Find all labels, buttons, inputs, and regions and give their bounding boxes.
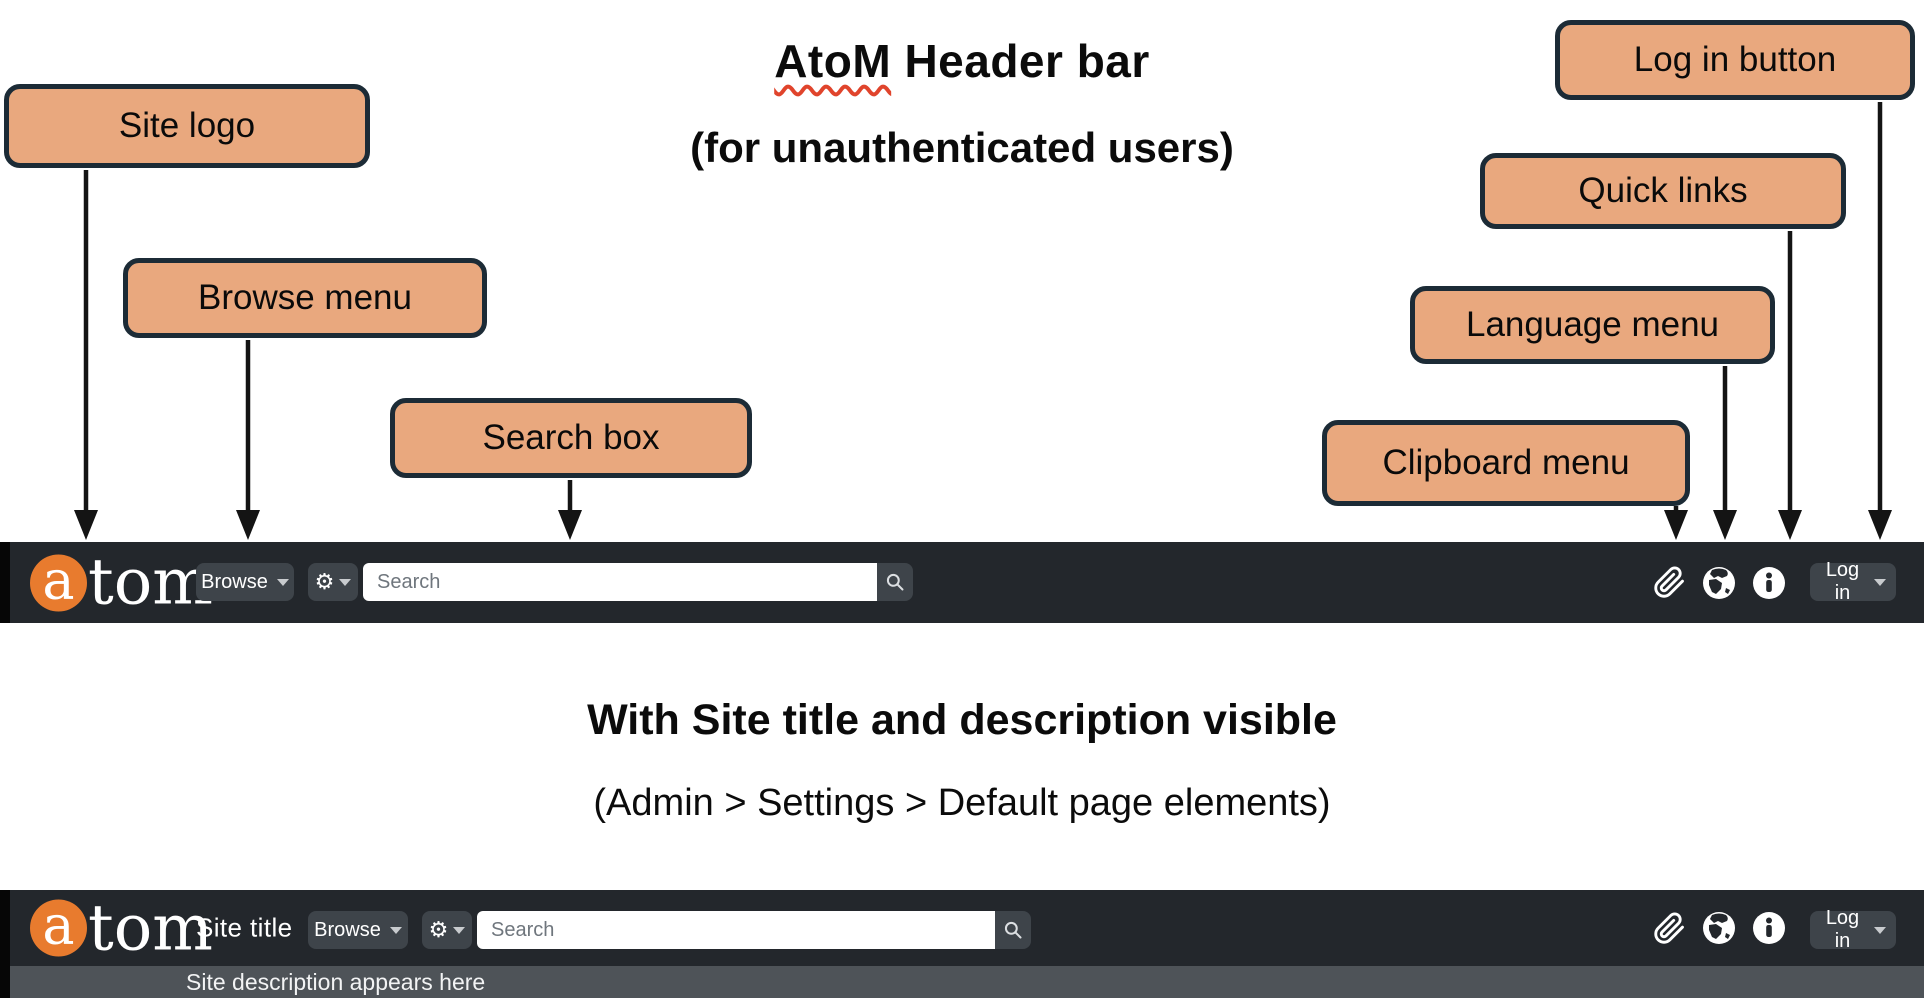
arrow-site-logo (74, 170, 98, 540)
callout-search-box: Search box (390, 398, 752, 478)
gear-icon: ⚙ (428, 917, 449, 942)
site-description-bar: Site description appears here (0, 966, 1924, 998)
magnifier-icon (886, 573, 904, 591)
caret-down-icon (339, 578, 352, 586)
globe-icon (1703, 566, 1735, 599)
caret-down-icon (389, 926, 402, 934)
caret-down-icon (453, 926, 466, 934)
log-in-button[interactable]: Log in (1810, 907, 1896, 952)
search-input[interactable] (477, 911, 995, 949)
site-description-text: Site description appears here (186, 968, 486, 995)
callout-log-in-button: Log in button (1555, 20, 1915, 100)
callout-browse-menu: Browse menu (123, 258, 487, 338)
magnifier-icon (1004, 921, 1022, 939)
browse-menu-button[interactable]: Browse (196, 563, 294, 601)
page-title: AtoM Header bar (0, 34, 1924, 88)
search-options-button[interactable]: ⚙ (308, 563, 358, 601)
callout-language-menu: Language menu (1410, 286, 1775, 364)
atom-logo-icon: a (30, 553, 87, 611)
header-bar-site-title: a tom Site title Browse ⚙ (0, 890, 1924, 966)
search-submit-button[interactable] (995, 911, 1031, 949)
search-submit-button[interactable] (877, 563, 913, 601)
paperclip-icon (1653, 566, 1684, 598)
search-input[interactable] (363, 563, 877, 601)
atom-logo-text: tom (88, 891, 213, 965)
browse-menu-label: Browse (201, 570, 268, 593)
clipboard-menu-button[interactable] (1650, 564, 1688, 602)
section2-title: With Site title and description visible (587, 696, 1337, 744)
window-left-edge (0, 542, 10, 623)
browse-menu-button[interactable]: Browse (308, 911, 408, 949)
arrow-browse-menu (236, 340, 260, 540)
site-title-text[interactable]: Site title (196, 912, 293, 943)
atom-logo-icon: a (30, 898, 87, 957)
quick-links-button[interactable] (1750, 564, 1788, 602)
header-with-site-title: a tom Site title Browse ⚙ (0, 890, 1924, 998)
site-logo[interactable]: a tom (30, 545, 213, 620)
caret-down-icon (276, 578, 289, 586)
atom-logo-text: tom (88, 545, 213, 620)
browse-menu-label: Browse (314, 918, 381, 941)
callout-site-logo: Site logo (4, 84, 370, 168)
language-menu-button[interactable] (1700, 564, 1738, 602)
search-options-button[interactable]: ⚙ (422, 911, 472, 949)
section2-subtitle: (Admin > Settings > Default page element… (593, 782, 1331, 824)
arrow-clipboard-menu (1664, 506, 1688, 540)
clipboard-menu-button[interactable] (1650, 909, 1688, 947)
header-bar-unauthenticated: a tom Browse ⚙ (0, 542, 1924, 623)
quick-links-button[interactable] (1750, 909, 1788, 947)
arrow-quick-links (1778, 231, 1802, 540)
globe-icon (1703, 912, 1735, 944)
callout-quick-links: Quick links (1480, 153, 1846, 229)
language-menu-button[interactable] (1700, 909, 1738, 947)
page-title-rest: Header bar (891, 35, 1150, 87)
site-logo[interactable]: a tom (30, 891, 213, 965)
arrow-search-box (558, 480, 582, 540)
caret-down-icon (1874, 926, 1886, 934)
paperclip-icon (1653, 911, 1684, 944)
arrow-language-menu (1713, 366, 1737, 540)
log-in-label: Log in (1825, 559, 1860, 604)
gear-icon: ⚙ (314, 569, 335, 594)
page-title-atom-word: AtoM (774, 35, 892, 87)
info-icon (1753, 566, 1785, 599)
window-left-edge (0, 890, 10, 998)
log-in-button[interactable]: Log in (1810, 559, 1896, 604)
page-subtitle: (for unauthenticated users) (690, 124, 1234, 171)
caret-down-icon (1874, 578, 1886, 586)
callout-clipboard-menu: Clipboard menu (1322, 420, 1690, 506)
log-in-label: Log in (1825, 907, 1860, 952)
info-icon (1753, 912, 1785, 944)
